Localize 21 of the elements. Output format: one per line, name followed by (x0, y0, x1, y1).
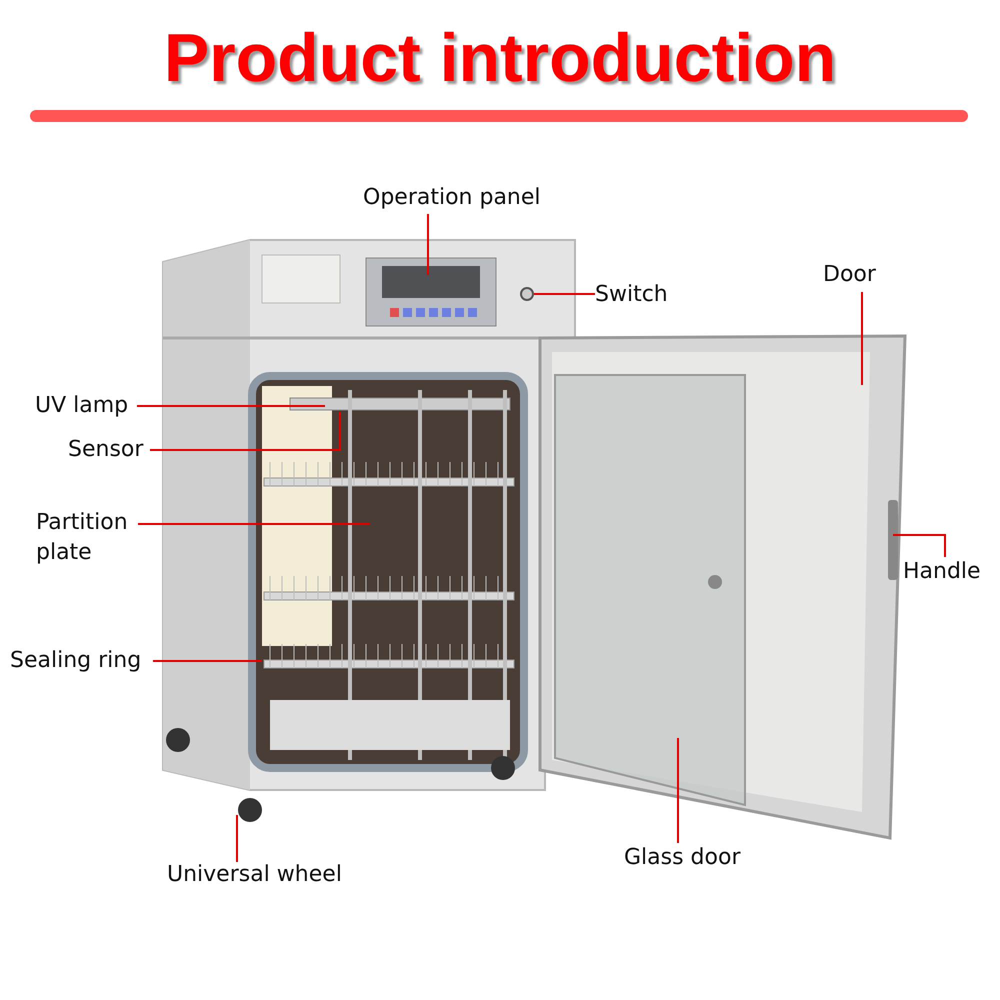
leader-line (137, 405, 325, 407)
leader-line (236, 815, 238, 862)
leader-line (893, 534, 946, 557)
callout-label: Sensor (68, 435, 144, 465)
leader-line (534, 293, 595, 295)
leader-line (138, 523, 370, 525)
leader-line (153, 660, 262, 662)
callout-label: UV lamp (35, 391, 128, 421)
callout-label: Door (823, 260, 876, 290)
callout-label: Glass door (624, 843, 740, 873)
callout-label: Handle (903, 557, 981, 587)
leader-line (150, 412, 341, 451)
callout-label: Partition plate (36, 508, 146, 568)
callout-label: Operation panel (363, 183, 541, 213)
leader-line (677, 738, 679, 843)
callout-label: Switch (595, 280, 668, 310)
page-title: Product introduction (162, 19, 838, 98)
callout-label: Universal wheel (167, 860, 342, 890)
callout-label: Sealing ring (10, 646, 142, 676)
leader-line (427, 214, 429, 275)
leader-line (861, 292, 863, 385)
